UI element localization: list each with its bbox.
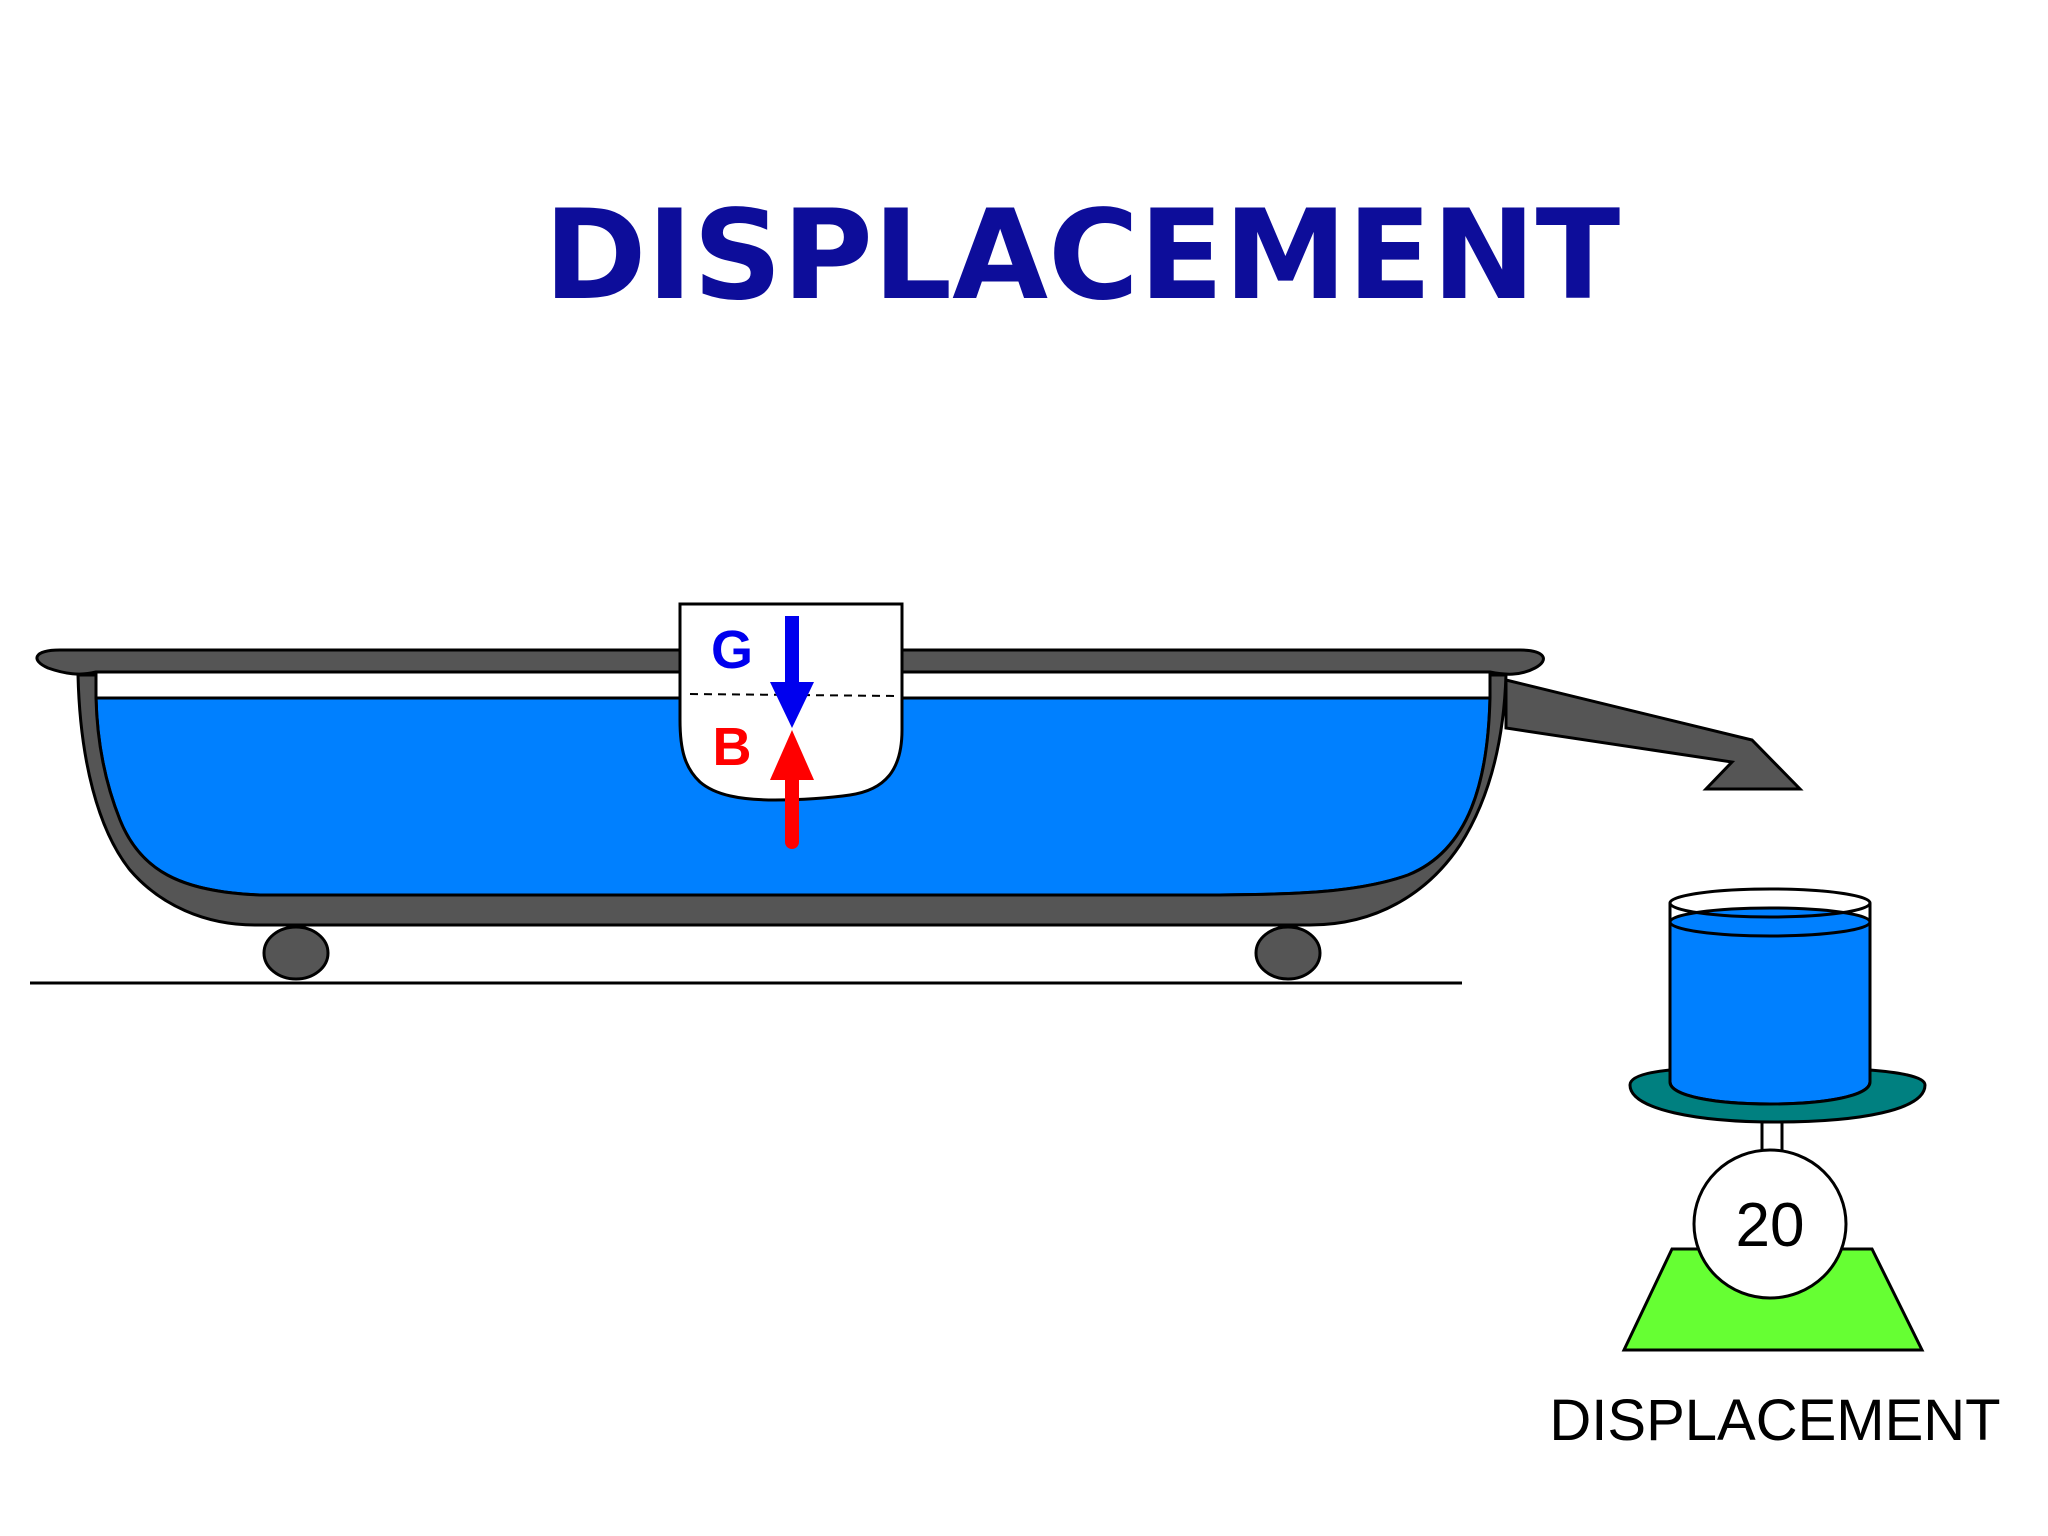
buoyancy-arrow-head (770, 730, 814, 780)
tub-wheel-right (1254, 925, 1322, 981)
gravity-label: G (711, 620, 753, 680)
scale-reading: 20 (1736, 1191, 1805, 1260)
tub-wheel-left (262, 925, 330, 981)
scale-pan (1628, 1068, 1927, 1124)
scale-stem (1760, 1120, 1784, 1154)
buoyancy-label: B (713, 717, 752, 777)
overflow-spout (1504, 678, 1804, 791)
page-title: DISPLACEMENT (544, 184, 1620, 328)
scale-caption: DISPLACEMENT (1549, 1388, 2000, 1453)
beaker-water (1668, 920, 1872, 1106)
gravity-arrow-head (770, 682, 814, 728)
scale-dial (1692, 1148, 1848, 1300)
tub-body (76, 673, 1508, 927)
beaker-rim (1668, 887, 1872, 919)
